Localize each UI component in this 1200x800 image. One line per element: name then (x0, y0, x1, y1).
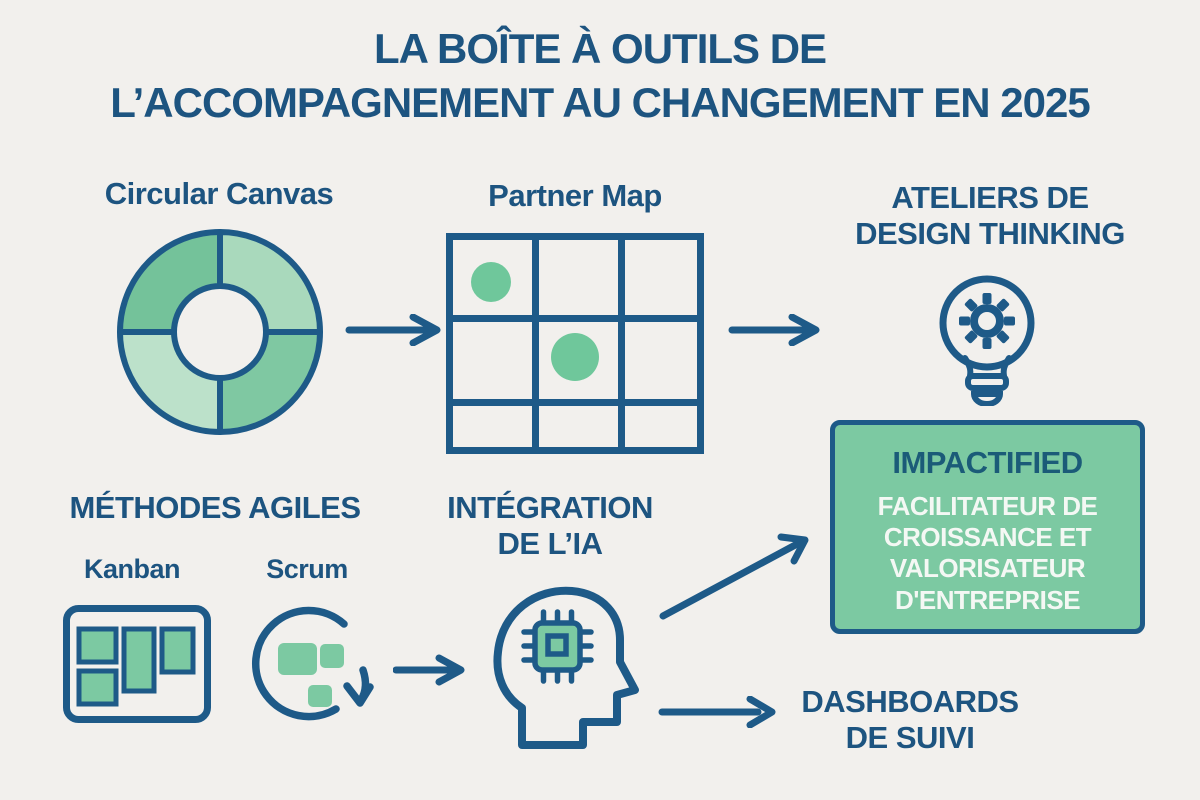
kanban-label: Kanban (83, 554, 181, 584)
design-thinking-label: ATELIERS DE DESIGN THINKING (855, 180, 1125, 251)
scrum-cycle-icon (250, 600, 375, 725)
impactified-name: IMPACTIFIED (892, 445, 1083, 480)
scrum-label: Scrum (266, 554, 348, 584)
circular-canvas-icon (112, 224, 328, 440)
impactified-subtitle: FACILITATEUR DE CROISSANCE ET VALORISATE… (877, 491, 1098, 615)
kanban-board-icon (62, 604, 212, 724)
partner-dot-1 (471, 262, 511, 302)
page-title-line1: LA BOÎTE À OUTILS DE (373, 25, 827, 72)
ai-integration-label: INTÉGRATION DE L’IA (447, 490, 653, 561)
ai-head-chip-icon (490, 584, 640, 754)
arrow-agile-to-ai-icon (393, 654, 473, 686)
partner-map-label: Partner Map (488, 178, 662, 213)
page-title: LA BOÎTE À OUTILS DE L’ACCOMPAGNEMENT AU… (0, 22, 1200, 130)
partner-map-grid-icon (446, 233, 704, 454)
agile-methods-heading: MÉTHODES AGILES (69, 490, 361, 525)
dashboards-label: DASHBOARDS DE SUIVI (801, 684, 1019, 755)
partner-dot-2 (551, 333, 599, 381)
lightbulb-gear-icon (937, 266, 1037, 406)
arrow-ai-to-impactified-icon (655, 528, 820, 623)
circular-canvas-label: Circular Canvas (104, 176, 334, 211)
arrow-canvas-to-map-icon (345, 314, 445, 346)
page-title-line2: L’ACCOMPAGNEMENT AU CHANGEMENT EN 2025 (110, 78, 1090, 126)
arrow-map-to-workshops-icon (728, 314, 824, 346)
arrow-ai-to-dashboards-icon (658, 696, 783, 728)
impactified-box: IMPACTIFIED FACILITATEUR DE CROISSANCE E… (830, 420, 1145, 634)
